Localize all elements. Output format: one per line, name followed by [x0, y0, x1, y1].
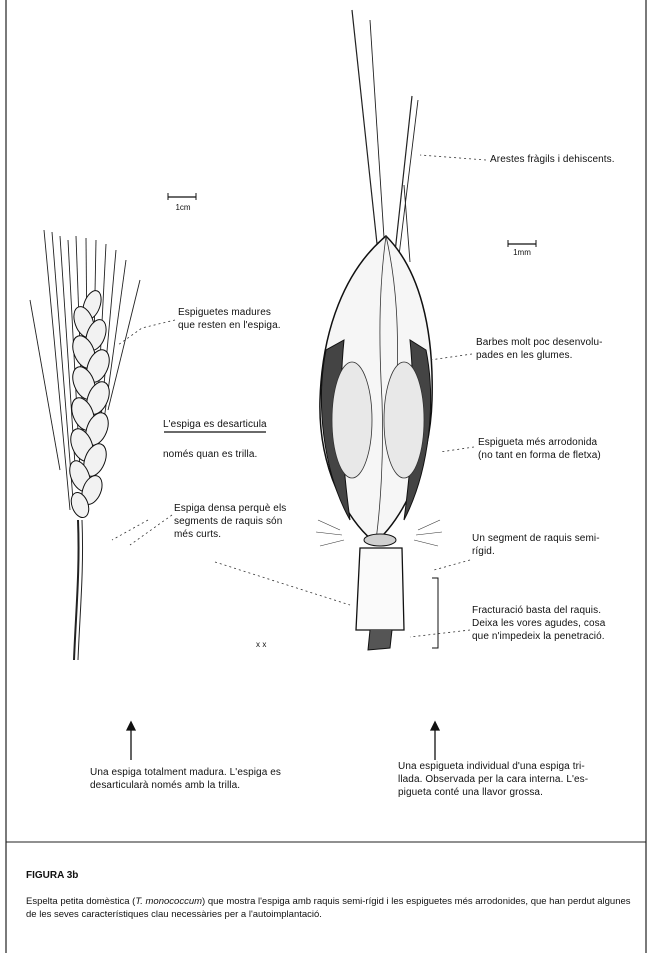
label-fracturacio: Fracturació basta del raquis. Deixa les … — [472, 604, 605, 643]
scale-bar-1mm — [508, 240, 536, 247]
label-desarticula: L'espiga es desarticula només quan es tr… — [163, 410, 267, 470]
label-segment-raquis: Un segment de raquis semi- rígid. — [472, 532, 600, 558]
caption-left: Una espiga totalment madura. L'espiga es… — [90, 766, 281, 792]
label-arestes: Arestes fràgils i dehiscents. — [490, 153, 615, 166]
label-espigueta-arrodonida: Espigueta més arrodonida (no tant en for… — [478, 436, 601, 462]
caption-right: Una espigueta individual d'una espiga tr… — [398, 760, 588, 799]
label-mark: x x — [256, 638, 267, 651]
scale-label-1mm: 1mm — [506, 248, 538, 257]
caption-pre: Espelta petita domèstica ( — [26, 896, 135, 907]
figure-title: FIGURA 3b — [26, 870, 78, 881]
label-barbes: Barbes molt poc desenvolu- pades en les … — [476, 336, 603, 362]
scale-label-1cm: 1cm — [168, 203, 198, 212]
arrow-right — [431, 722, 439, 760]
rachis-bracket — [432, 578, 438, 648]
wheat-ear-spikelets — [66, 288, 114, 520]
spikelet-base — [364, 534, 396, 546]
scale-bar-1cm — [168, 193, 196, 200]
label-espiga-densa: Espiga densa perquè els segments de raqu… — [174, 502, 286, 541]
figure-caption: Espelta petita domèstica (T. monococcum)… — [26, 895, 636, 921]
label-espiguetes-madures: Espiguetes madures que resten en l'espig… — [178, 306, 281, 332]
caption-species: T. monococcum — [135, 896, 202, 907]
arrow-left — [127, 722, 135, 760]
rachis-segment — [356, 548, 404, 630]
